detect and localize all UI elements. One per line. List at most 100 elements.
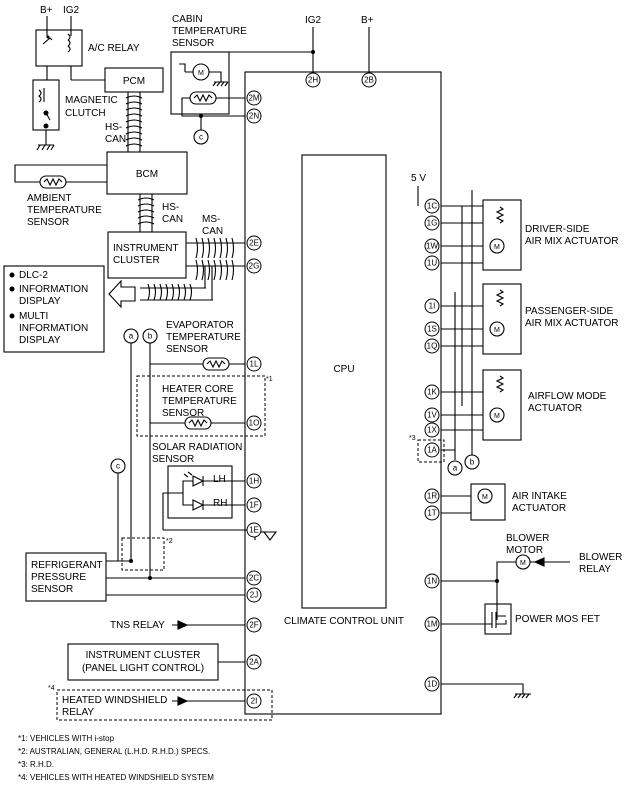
heater-core-dashed-box [136,375,266,437]
marker-4: *4 [48,685,55,692]
svg-text:1N: 1N [427,577,437,586]
svg-text:1A: 1A [427,446,437,455]
svg-text:2F: 2F [249,621,258,630]
passenger-label-2: AIR MIX ACTUATOR [525,318,619,329]
svg-text:a: a [129,332,134,341]
ground-symbol [513,693,531,699]
dlc-label-1: DLC-2 [19,270,48,281]
instrument-cluster-box [107,231,187,279]
svg-text:b: b [470,458,475,467]
dlc-label-3: DISPLAY [19,296,61,307]
ig2-top-label: IG2 [305,15,322,26]
svg-text:1U: 1U [427,259,437,268]
svg-text:1G: 1G [427,219,438,228]
refrigerant-sensor-box [25,552,107,602]
svg-text:1F: 1F [249,501,258,510]
cpu-box [301,154,387,609]
ambient-label-1: AMBIENT [27,193,71,204]
ref-b-circle-right [464,454,480,470]
blower-relay-label-1: BLOWER [579,552,622,563]
ground-symbol [212,81,229,87]
ground-symbol [36,144,55,151]
instrument-cluster-label-1: INSTRUMENT [113,243,179,254]
svg-text:2M: 2M [248,94,259,103]
blower-relay-label-2: RELAY [579,564,611,575]
svg-text:2C: 2C [249,574,259,583]
solar-label-2: SENSOR [152,454,194,465]
pins: 2H 2B 2M 2N 2E 2G 1L 1O 1H 1F 1E 2C 2J 2… [246,72,440,709]
ambient-label-2: TEMPERATURE [27,205,102,216]
ground-symbol [262,531,278,541]
svg-text:M: M [482,494,488,501]
svg-text:1I: 1I [429,302,436,311]
hs-can-label-2a: HS- [162,202,179,213]
cabin-label-3: SENSOR [172,38,214,49]
heated-windshield-dashed-box [56,689,273,721]
svg-text:LH: LH [213,474,226,485]
ref-a-circle-right [447,460,463,476]
cabin-label-1: CABIN [172,14,203,25]
icp-label-2: (PANEL LIGHT CONTROL) [82,663,204,674]
svg-text:1O: 1O [249,419,260,428]
evap-label-1: EVAPORATOR [166,320,234,331]
footnote-1: *1: VEHICLES WITH i-stop [18,734,115,743]
power-mos-fet-box [484,603,512,635]
hs-can-label-1a: HS- [105,122,122,133]
heated-label-1: HEATED WINDSHIELD [62,695,167,706]
mosfet-label: POWER MOS FET [515,614,600,625]
refr-label-1: REFRIGERANT [31,560,103,571]
svg-text:2J: 2J [250,591,258,600]
svg-text:1M: 1M [426,620,437,629]
cabin-sensor-box [170,51,230,115]
magnetic-clutch-label-2: CLUTCH [65,108,106,119]
evap-label-3: SENSOR [166,344,208,355]
intake-label-2: ACTUATOR [512,503,566,514]
svg-text:M: M [494,413,500,420]
svg-text:1K: 1K [427,388,437,397]
svg-text:1H: 1H [249,477,259,486]
hs-can-label-1b: CAN [105,134,126,145]
bplus-top-label: B+ [361,15,374,26]
hs-can-twisted-pair-2 [137,194,155,232]
passenger-actuator-box [482,283,522,355]
intake-actuator-box [470,483,506,521]
refr-label-3: SENSOR [31,584,73,595]
pcm-box [104,67,164,93]
refr-label-2: PRESSURE [31,572,86,583]
svg-text:1Q: 1Q [427,342,438,351]
svg-text:1C: 1C [427,202,437,211]
svg-text:2G: 2G [249,262,260,271]
passenger-label-1: PASSENGER-SIDE [525,306,613,317]
svg-text:1D: 1D [427,680,437,689]
svg-text:b: b [148,332,153,341]
climate-control-unit-label: CLIMATE CONTROL UNIT [284,616,404,627]
footnote-2: *2: AUSTRALIAN, GENERAL (L.H.D. R.H.D.) … [18,747,210,756]
driver-actuator-box [482,199,522,271]
svg-text:2H: 2H [308,76,318,85]
driver-label-1: DRIVER-SIDE [525,224,590,235]
magnetic-clutch-label-1: MAGNETIC [65,95,118,106]
ms-can-twisted-pair [140,237,235,301]
svg-text:M: M [520,560,526,567]
heater-label-3: SENSOR [162,408,204,419]
refrigerant-dashed-box [121,537,165,571]
rhd-dashed-box [417,439,445,463]
svg-text:M: M [494,327,500,334]
blower-motor-label-1: BLOWER [506,533,549,544]
svg-text:2I: 2I [251,697,258,706]
marker-3: *3 [409,435,416,442]
svg-text:2B: 2B [364,76,374,85]
svg-text:1V: 1V [427,411,437,420]
ig2-left-label: IG2 [63,5,80,16]
marker-1: *1 [266,376,273,383]
bcm-label: BCM [136,169,158,180]
dlc-label-4: MULTI [19,311,48,322]
heated-label-2: RELAY [62,707,94,718]
tns-relay-label: TNS RELAY [110,620,165,631]
climate-control-unit-box [244,71,442,715]
svg-text:1W: 1W [426,242,438,251]
bcm-box [106,151,188,195]
evap-label-2: TEMPERATURE [166,332,241,343]
svg-text:M: M [198,70,204,77]
airflow-actuator-box [482,369,522,441]
